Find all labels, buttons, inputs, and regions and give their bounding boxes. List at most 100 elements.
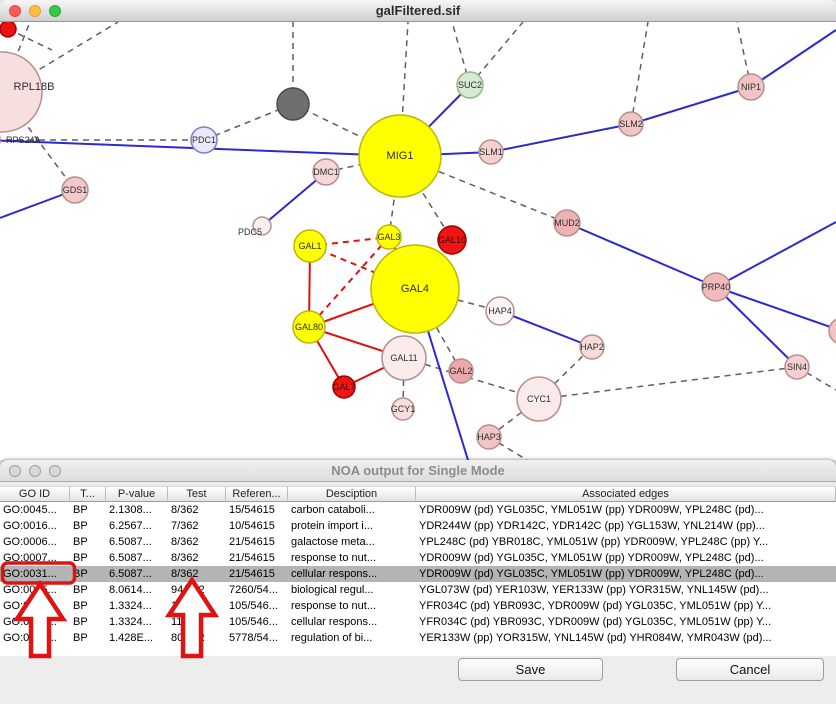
cell-row0-col6: YDR009W (pd) YGL035C, YML051W (pp) YDR00… <box>416 502 836 518</box>
node-label-GAL7: GAL7 <box>332 382 355 392</box>
node-label-GAL1: GAL1 <box>298 241 321 251</box>
cell-row2-col6: YPL248C (pd) YBR018C, YML051W (pp) YDR00… <box>416 534 836 550</box>
cell-row0-col1: BP <box>70 502 106 518</box>
node-gray1[interactable] <box>277 88 309 120</box>
cancel-button[interactable]: Cancel <box>676 658 824 681</box>
cell-row3-col3: 8/362 <box>168 550 226 566</box>
network-window-title: galFiltered.sif <box>0 0 836 21</box>
cell-row2-col1: BP <box>70 534 106 550</box>
cell-row0-col3: 8/362 <box>168 502 226 518</box>
zoom-button[interactable] <box>49 5 61 17</box>
noa-window-titlebar[interactable]: NOA output for Single Mode <box>0 460 836 482</box>
table-row-5[interactable]: GO:0065...BP8.0614...94/3627260/54...bio… <box>0 582 836 598</box>
table-row-2[interactable]: GO:0006...BP6.5087...8/36221/54615galact… <box>0 534 836 550</box>
cell-row5-col6: YGL073W (pd) YER103W, YER133W (pp) YOR31… <box>416 582 836 598</box>
node-label-RPS24A: RPS24A <box>6 135 41 145</box>
close-button[interactable] <box>9 465 21 477</box>
save-button[interactable]: Save <box>458 658 603 681</box>
node-label-GCY1: GCY1 <box>391 404 416 414</box>
cell-row1-col5: protein import i... <box>288 518 416 534</box>
noa-output-window: NOA output for Single Mode GO IDT...P-va… <box>0 460 836 704</box>
cell-row8-col2: 1.428E... <box>106 630 168 646</box>
cell-row0-col0: GO:0045... <box>0 502 70 518</box>
minimize-button[interactable] <box>29 465 41 477</box>
cell-row3-col2: 6.5087... <box>106 550 168 566</box>
edge-HAP4-HAP2[interactable] <box>500 311 592 347</box>
cell-row6-col5: response to nut... <box>288 598 416 614</box>
column-header-go-id[interactable]: GO ID <box>0 486 70 502</box>
cell-row7-col1: BP <box>70 614 106 630</box>
cell-row2-col4: 21/54615 <box>226 534 288 550</box>
node-label-HAP4: HAP4 <box>488 306 512 316</box>
table-row-4[interactable]: GO:0031...BP6.5087...8/36221/54615cellul… <box>0 566 836 582</box>
cell-row8-col0: GO:0050... <box>0 630 70 646</box>
cell-row7-col6: YFR034C (pd) YBR093C, YDR009W (pd) YGL03… <box>416 614 836 630</box>
cell-row8-col3: 80/362 <box>168 630 226 646</box>
column-header-desciption[interactable]: Desciption <box>288 486 416 502</box>
node-label-GAL10: GAL10 <box>438 235 466 245</box>
cell-row7-col2: 1.3324... <box>106 614 168 630</box>
close-button[interactable] <box>9 5 21 17</box>
column-header-test[interactable]: Test <box>168 486 226 502</box>
edge-SLM1-SLM2[interactable] <box>491 124 631 152</box>
table-row-3[interactable]: GO:0007...BP6.5087...8/36221/54615respon… <box>0 550 836 566</box>
cell-row7-col0: GO:0031... <box>0 614 70 630</box>
column-header-t[interactable]: T... <box>70 486 106 502</box>
node-label-RPL18B: RPL18B <box>14 81 55 93</box>
cell-row7-col4: 105/546... <box>226 614 288 630</box>
cell-row5-col4: 7260/54... <box>226 582 288 598</box>
edge-MUD2-PRP40[interactable] <box>567 223 716 287</box>
zoom-button[interactable] <box>49 465 61 477</box>
table-row-6[interactable]: GO:0007...BP1.3324...11/362105/546...res… <box>0 598 836 614</box>
edge-PRP40-SIN4[interactable] <box>716 287 797 367</box>
cell-row4-col4: 21/54615 <box>226 566 288 582</box>
cell-row1-col4: 10/54615 <box>226 518 288 534</box>
noa-results-table: GO IDT...P-valueTestReferen...Desciption… <box>0 486 836 656</box>
edge-NIP1-pt[interactable] <box>751 30 836 87</box>
edge-CYC1-SIN4[interactable] <box>539 367 797 399</box>
node-label-SLM1: SLM1 <box>479 147 503 157</box>
edge-SLM2-NIP1[interactable] <box>631 87 751 124</box>
cell-row1-col2: 6.2567... <box>106 518 168 534</box>
cell-row5-col5: biological regul... <box>288 582 416 598</box>
table-row-8[interactable]: GO:0050...BP1.428E...80/3625778/54...reg… <box>0 630 836 646</box>
cell-row3-col5: response to nut... <box>288 550 416 566</box>
traffic-lights <box>9 5 61 17</box>
network-window: galFiltered.sif RPL18BRPS24AGDS1PDC1DMC1… <box>0 0 836 460</box>
cell-row5-col3: 94/362 <box>168 582 226 598</box>
table-row-1[interactable]: GO:0016...BP6.2567...7/36210/54615protei… <box>0 518 836 534</box>
table-row-0[interactable]: GO:0045...BP2.1308...8/36215/54615carbon… <box>0 502 836 518</box>
cell-row2-col3: 8/362 <box>168 534 226 550</box>
cell-row8-col6: YER133W (pp) YOR315W, YNL145W (pd) YHR08… <box>416 630 836 646</box>
node-cutR[interactable] <box>829 318 836 344</box>
cell-row0-col4: 15/54615 <box>226 502 288 518</box>
column-header-p-value[interactable]: P-value <box>106 486 168 502</box>
edge-PRP40-cutR[interactable] <box>716 287 836 331</box>
cell-row4-col3: 8/362 <box>168 566 226 582</box>
minimize-button[interactable] <box>29 5 41 17</box>
column-header-referen[interactable]: Referen... <box>226 486 288 502</box>
cell-row4-col5: cellular respons... <box>288 566 416 582</box>
cell-row6-col4: 105/546... <box>226 598 288 614</box>
network-canvas[interactable]: RPL18BRPS24AGDS1PDC1DMC1MIG1SUC2SLM1SLM2… <box>0 22 836 460</box>
cell-row4-col0: GO:0031... <box>0 566 70 582</box>
edge-PRP40-pt[interactable] <box>716 222 836 287</box>
table-body: GO:0045...BP2.1308...8/36215/54615carbon… <box>0 502 836 646</box>
cell-row6-col6: YFR034C (pd) YBR093C, YDR009W (pd) YGL03… <box>416 598 836 614</box>
cell-row7-col5: cellular respons... <box>288 614 416 630</box>
cell-row1-col1: BP <box>70 518 106 534</box>
edge-SLM2-pt[interactable] <box>631 22 648 124</box>
cell-row1-col3: 7/362 <box>168 518 226 534</box>
cell-row2-col5: galactose meta... <box>288 534 416 550</box>
cell-row4-col1: BP <box>70 566 106 582</box>
cell-row1-col0: GO:0016... <box>0 518 70 534</box>
network-window-titlebar[interactable]: galFiltered.sif <box>0 0 836 22</box>
table-row-7[interactable]: GO:0031...BP1.3324...11/362105/546...cel… <box>0 614 836 630</box>
cell-row5-col0: GO:0065... <box>0 582 70 598</box>
node-redtl[interactable] <box>0 22 16 37</box>
cell-row5-col1: BP <box>70 582 106 598</box>
column-header-associated-edges[interactable]: Associated edges <box>416 486 836 502</box>
node-label-PRP40: PRP40 <box>702 282 731 292</box>
node-label-MUD2: MUD2 <box>554 218 580 228</box>
node-label-NIP1: NIP1 <box>741 82 761 92</box>
